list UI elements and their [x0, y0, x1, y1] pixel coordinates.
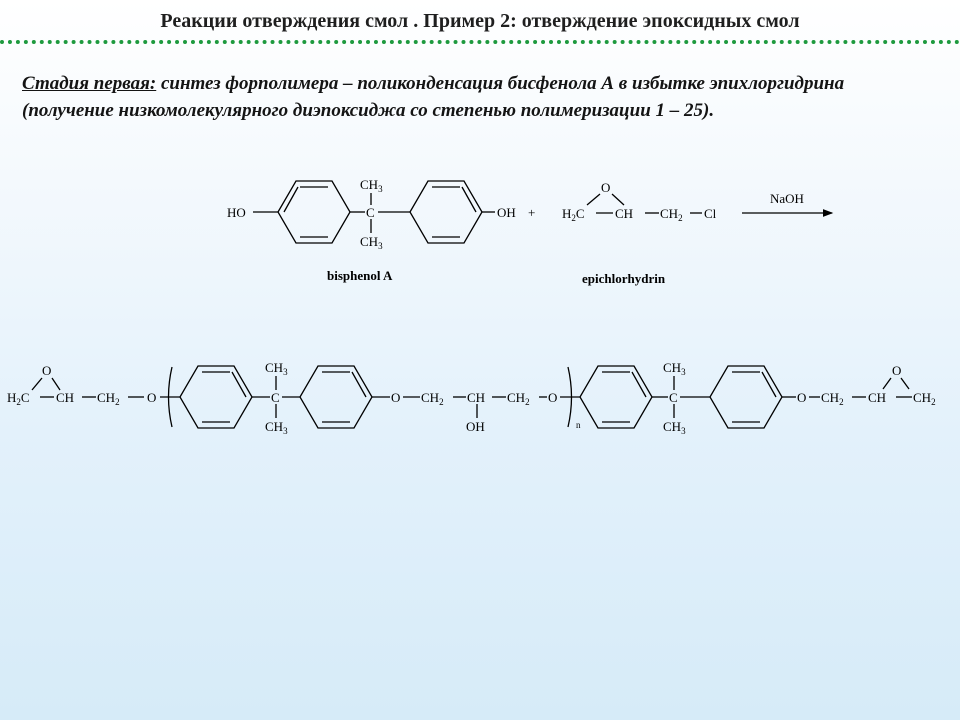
intro-lead: Стадия первая: — [22, 73, 157, 94]
product-epoxy-o-right: O — [892, 363, 901, 378]
product-oh: OH — [466, 419, 485, 434]
product-o-4: O — [797, 390, 806, 405]
product-ch2-terminal: CH2 — [913, 390, 936, 407]
product-epoxy-o-left: O — [42, 363, 51, 378]
ch2-label: CH2 — [660, 206, 683, 223]
labels: HO CH3 C CH3 OH + bisphenol A O H2C CH C… — [7, 177, 936, 436]
epichlorohydrin-caption: epichlorhydrin — [582, 271, 666, 286]
ho-left-label: HO — [227, 205, 246, 220]
intro-paragraph: Стадия первая: синтез форполимера – поли… — [22, 70, 922, 124]
product-ch3-bottom-1: CH3 — [265, 419, 288, 436]
product-ch3-bottom-2: CH3 — [663, 419, 686, 436]
product-ch-right: CH — [868, 390, 886, 405]
bisphenol-caption: bisphenol A — [327, 268, 393, 283]
product-ch3-top-1: CH3 — [265, 360, 288, 377]
product-ch2-left: CH2 — [97, 390, 120, 407]
product-ch3-top-2: CH3 — [663, 360, 686, 377]
repeat-index-n: n — [576, 420, 581, 430]
quaternary-carbon-label: C — [366, 205, 375, 220]
benzene-ring-6 — [709, 365, 783, 429]
ch3-bottom-label: CH3 — [360, 234, 383, 251]
bonds — [31, 180, 912, 429]
benzene-ring-2 — [409, 180, 483, 244]
oh-right-label: OH — [497, 205, 516, 220]
product-c-1: C — [271, 390, 280, 405]
cl-label: Cl — [704, 206, 717, 221]
benzene-ring-5 — [579, 365, 653, 429]
ch3-top-label: CH3 — [360, 177, 383, 194]
title-divider — [0, 40, 960, 44]
right-bracket — [567, 366, 573, 428]
benzene-ring-3 — [179, 365, 253, 429]
product-ch2-mid-2: CH2 — [507, 390, 530, 407]
epoxy-oxygen-label: O — [601, 180, 610, 195]
product-h2c-left: H2C — [7, 390, 30, 407]
slide-title: Реакции отверждения смол . Пример 2: отв… — [160, 10, 800, 32]
product-ch2-mid-1: CH2 — [421, 390, 444, 407]
intro-text: синтез форполимера – поликонденсация бис… — [22, 73, 845, 121]
product-o-3: O — [548, 390, 557, 405]
left-bracket — [167, 366, 173, 428]
ch-label: CH — [615, 206, 633, 221]
benzene-ring-4 — [299, 365, 373, 429]
product-c-2: C — [669, 390, 678, 405]
product-ch-left: CH — [56, 390, 74, 405]
product-o-2: O — [391, 390, 400, 405]
benzene-ring-1 — [277, 180, 351, 244]
product-o-1: O — [147, 390, 156, 405]
naoh-label: NaOH — [770, 191, 804, 206]
product-ch-mid: CH — [467, 390, 485, 405]
h2c-label: H2C — [562, 206, 585, 223]
product-ch2-right: CH2 — [821, 390, 844, 407]
plus-sign: + — [528, 205, 535, 220]
